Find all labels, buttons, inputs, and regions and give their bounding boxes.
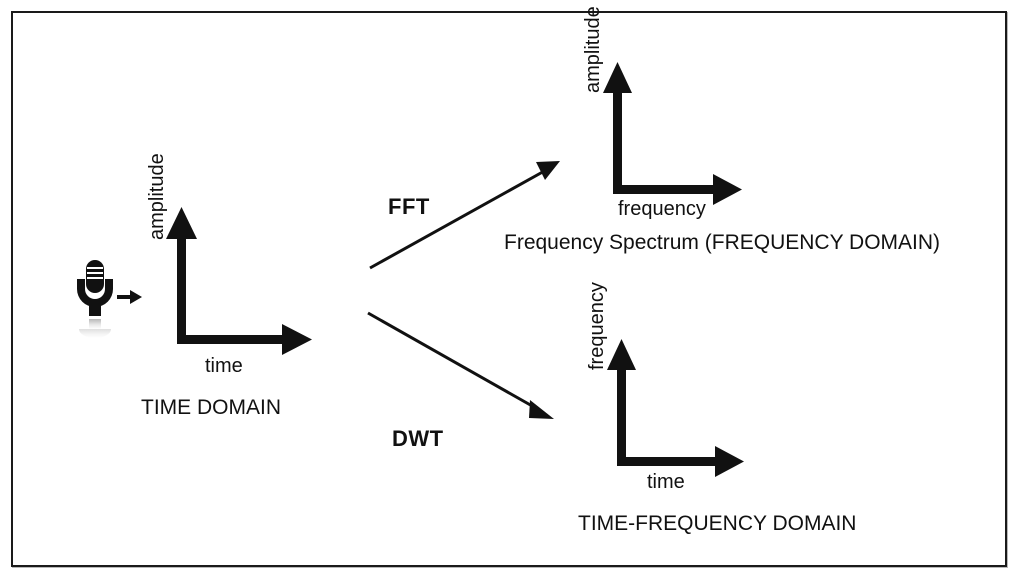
outer-border [11, 11, 1007, 567]
frequency-domain-x-axis-label: frequency [618, 198, 706, 220]
time-domain-x-axis-label: time [205, 355, 243, 377]
time-domain-caption: TIME DOMAIN [141, 396, 281, 419]
frequency-domain-caption: Frequency Spectrum (FREQUENCY DOMAIN) [504, 231, 941, 254]
time-frequency-domain-caption: TIME-FREQUENCY DOMAIN [578, 512, 857, 535]
fft-label: FFT [388, 194, 430, 219]
dwt-label: DWT [392, 426, 444, 451]
time-frequency-domain-y-axis-label: frequency [586, 282, 608, 370]
time-frequency-domain-x-axis-label: time [647, 471, 685, 493]
time-domain-y-axis-label: amplitude [146, 153, 168, 240]
frequency-domain-y-axis-label: amplitude [582, 6, 604, 93]
